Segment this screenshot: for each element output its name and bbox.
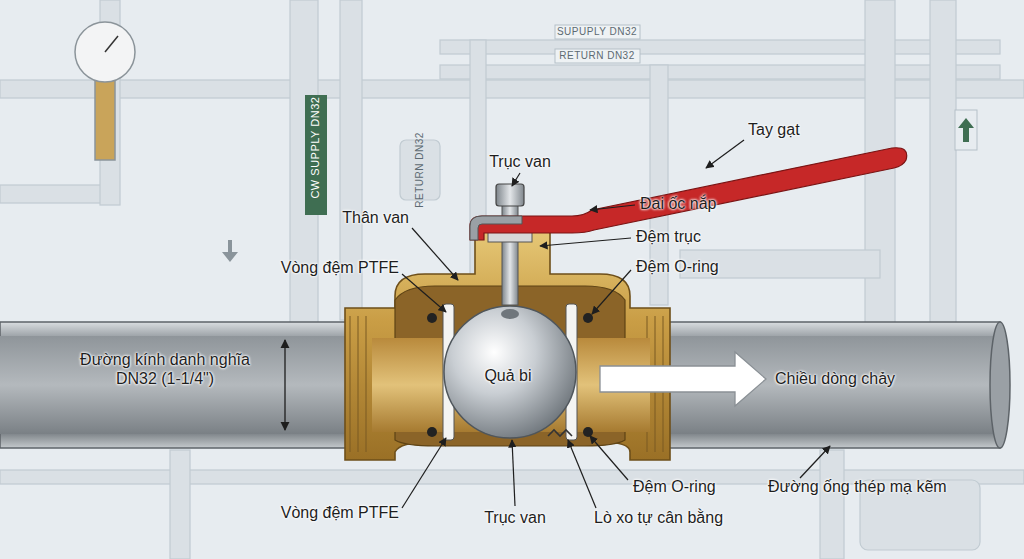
part-label: Chiều dòng chảy xyxy=(775,369,895,388)
part-label: Trục van xyxy=(484,508,546,527)
part-label: Vòng đệm PTFE xyxy=(281,258,399,277)
part-label: Đai ốc nắp xyxy=(640,194,717,213)
pipe-sign: SUPUPLY DN32 xyxy=(557,26,637,38)
part-label: Đệm O-ring xyxy=(636,257,719,276)
part-label: Lò xo tự cân bằng xyxy=(594,508,723,527)
pipe-sign: RETURN DN32 xyxy=(414,132,426,208)
part-label: Trục van xyxy=(489,152,551,171)
pipe-sign: CW SUPPLY DN32 xyxy=(309,97,322,199)
part-label: Đệm O-ring xyxy=(633,477,716,496)
part-label: Đường ống thép mạ kẽm xyxy=(768,477,947,496)
part-label: Thân van xyxy=(342,208,409,227)
part-label: Tay gạt xyxy=(748,120,800,139)
part-label: Đường kính danh nghĩa DN32 (1-1/4") xyxy=(58,350,273,388)
pipe-sign: RETURN DN32 xyxy=(559,50,635,62)
part-label: Vòng đệm PTFE xyxy=(281,503,399,522)
part-label: Quả bi xyxy=(484,366,531,385)
part-label: Đệm trục xyxy=(636,227,701,246)
